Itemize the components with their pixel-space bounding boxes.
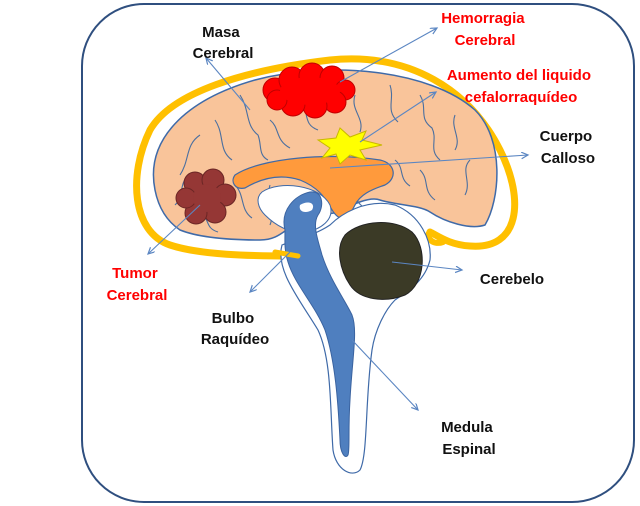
csf-burst-icon xyxy=(316,127,383,165)
arrow-cerebelo xyxy=(391,261,462,270)
label-bulbo-raquideo: Bulbo Raquídeo xyxy=(201,310,269,348)
brainstem xyxy=(283,191,356,457)
skull-base-marker xyxy=(272,249,301,259)
arrows xyxy=(148,28,528,410)
skull-outline xyxy=(133,55,519,260)
arrow-medula xyxy=(351,339,418,410)
arrow-cuerpo xyxy=(329,155,528,169)
label-tumor-cerebral: Tumor Cerebral xyxy=(107,265,168,304)
cerebellum xyxy=(339,222,423,300)
label-cerebelo: Cerebelo xyxy=(480,271,544,288)
label-hemorragia-cerebral: Hemorragia Cerebral xyxy=(441,10,529,49)
label-aumento-liquido: Aumento del liquido cefalorraquídeo xyxy=(447,67,595,106)
arrow-aumento xyxy=(359,92,436,143)
tumor-cloud xyxy=(175,168,237,225)
arrow-masa xyxy=(206,58,251,111)
arrow-tumor xyxy=(148,204,201,254)
label-cuerpo-calloso: Cuerpo Calloso xyxy=(540,128,597,167)
skull-hook xyxy=(425,229,446,246)
brainstem-notch xyxy=(299,202,314,213)
label-medula-espinal: Medula Espinal xyxy=(441,419,497,458)
label-masa-cerebral: Masa Cerebral xyxy=(193,24,254,62)
hemorrhage-cloud xyxy=(262,62,356,119)
arrow-hemorragia xyxy=(339,28,437,83)
arrow-bulbo xyxy=(250,251,291,292)
